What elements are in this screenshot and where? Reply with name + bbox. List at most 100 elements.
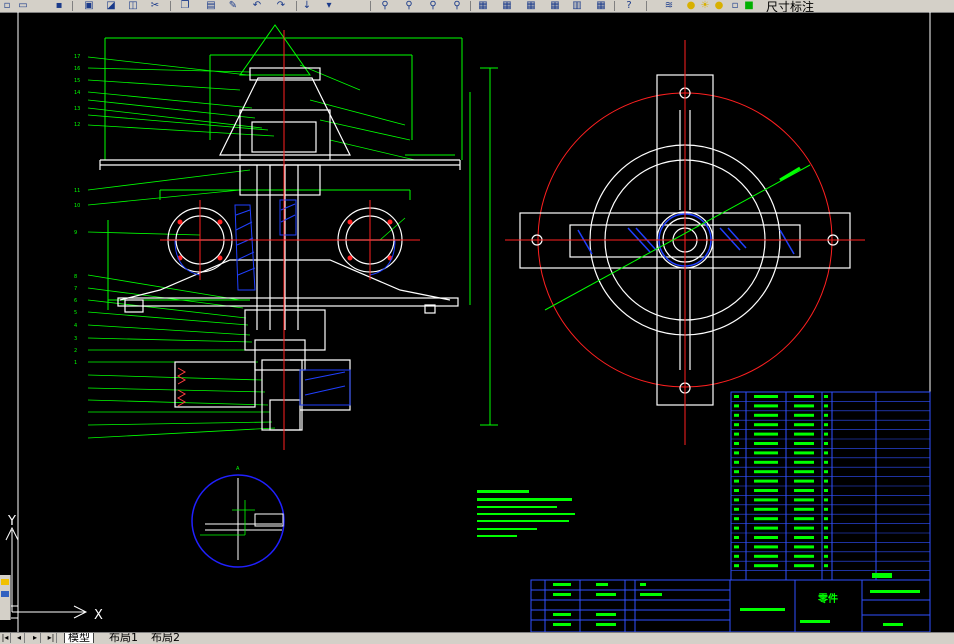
- layer-color-icon[interactable]: ■: [744, 0, 754, 11]
- current-layer-dropdown[interactable]: 尺寸标注: [766, 0, 815, 13]
- tab-model[interactable]: 模型: [64, 633, 94, 643]
- plot-preview-icon[interactable]: ◪: [106, 0, 116, 11]
- parts-cell-text: [734, 470, 739, 474]
- parts-cell-text: [824, 395, 828, 398]
- parts-cell-text: [754, 423, 778, 427]
- tool-palettes-icon[interactable]: ▦: [478, 0, 488, 11]
- parts-cell-text: [824, 479, 828, 483]
- tab-layout2[interactable]: 布局2: [151, 632, 180, 644]
- parts-cell-text: [734, 536, 739, 539]
- parts-cell-text: [754, 545, 778, 549]
- parts-cell-text: [824, 432, 828, 436]
- parts-cell-text: [824, 545, 828, 549]
- parts-cell-text: [824, 404, 828, 408]
- svg-text:12: 12: [74, 122, 80, 128]
- parts-cell-text: [794, 423, 814, 427]
- paste-icon[interactable]: ▤: [206, 0, 216, 11]
- table-icon[interactable]: ▦: [596, 0, 606, 11]
- svg-text:2: 2: [74, 348, 77, 354]
- layer-manager-icon[interactable]: ≋: [664, 0, 674, 11]
- print-icon[interactable]: ▣: [84, 0, 94, 11]
- layer-lock-icon[interactable]: ●: [714, 0, 724, 11]
- svg-text:11: 11: [74, 188, 80, 194]
- title-block: 零件: [530, 573, 931, 632]
- block-icon[interactable]: ▥: [572, 0, 582, 11]
- parts-cell-text: [794, 432, 814, 436]
- layer-state-icon[interactable]: ▫: [731, 0, 739, 11]
- parts-cell-text: [754, 564, 778, 568]
- ucs-icon: [5, 526, 88, 619]
- layout-tab-bar: |◂ ◂ ▸ ▸| 模型 布局1 布局2: [0, 632, 954, 644]
- parts-cell-text: [794, 470, 814, 474]
- copy-icon[interactable]: ❐: [180, 0, 190, 11]
- parts-cell-text: [734, 404, 739, 408]
- svg-text:16: 16: [74, 66, 80, 72]
- svg-text:4: 4: [74, 323, 77, 329]
- save-icon[interactable]: ▪: [55, 0, 63, 11]
- publish-icon[interactable]: ◫: [128, 0, 138, 11]
- parts-cell-text: [734, 479, 739, 483]
- svg-text:15: 15: [74, 78, 80, 84]
- parts-cell-text: [824, 507, 828, 511]
- parts-cell-text: [794, 498, 814, 502]
- zoom-window-icon[interactable]: ⚲: [381, 0, 389, 11]
- svg-text:A: A: [236, 466, 240, 472]
- pan-icon[interactable]: ↓: [302, 0, 312, 11]
- new-file-icon[interactable]: ▫: [3, 0, 11, 11]
- parts-cell-text: [794, 395, 814, 398]
- parts-cell-text: [754, 395, 778, 398]
- parts-cell-text: [734, 498, 739, 502]
- design-center-icon[interactable]: ⚲: [453, 0, 461, 11]
- parts-cell-text: [734, 507, 739, 511]
- sheet-border: [17, 12, 931, 632]
- parts-cell-text: [734, 423, 739, 427]
- parts-cell-text: [794, 517, 814, 521]
- parts-cell-text: [734, 517, 739, 521]
- svg-text:9: 9: [74, 230, 77, 236]
- parts-cell-text: [824, 536, 828, 539]
- parts-cell-text: [734, 451, 739, 455]
- sheet-set-icon[interactable]: ▦: [502, 0, 512, 11]
- parts-cell-text: [754, 479, 778, 483]
- parts-cell-text: [754, 536, 778, 539]
- detail-view-circle: A: [191, 466, 285, 568]
- parts-cell-text: [754, 498, 778, 502]
- calculator-icon[interactable]: ▦: [550, 0, 560, 11]
- next-tab-icon[interactable]: ▸: [30, 633, 41, 643]
- parts-cell-text: [754, 460, 778, 464]
- tab-layout1[interactable]: 布局1: [109, 632, 138, 644]
- layer-on-icon[interactable]: ●: [686, 0, 696, 11]
- first-tab-icon[interactable]: |◂: [0, 633, 11, 643]
- layer-freeze-icon[interactable]: ☀: [700, 0, 710, 11]
- svg-text:13: 13: [74, 106, 80, 112]
- svg-text:3: 3: [74, 336, 77, 342]
- svg-text:17: 17: [74, 54, 80, 60]
- prev-tab-icon[interactable]: ◂: [14, 633, 25, 643]
- svg-text:10: 10: [74, 203, 80, 209]
- parts-cell-text: [754, 432, 778, 436]
- dock-icon[interactable]: [1, 579, 9, 585]
- parts-list-table: [730, 391, 931, 581]
- parts-cell-text: [794, 489, 814, 492]
- left-dock-panel[interactable]: [0, 575, 11, 620]
- properties-icon[interactable]: ⚲: [429, 0, 437, 11]
- parts-cell-text: [734, 460, 739, 464]
- parts-cell-text: [754, 470, 778, 474]
- zoom-realtime-icon[interactable]: ▾: [326, 0, 332, 11]
- match-properties-icon[interactable]: ✎: [228, 0, 238, 11]
- parts-cell-text: [734, 432, 739, 436]
- markup-icon[interactable]: ▦: [526, 0, 536, 11]
- open-file-icon[interactable]: ▭: [18, 0, 28, 11]
- zoom-previous-icon[interactable]: ⚲: [405, 0, 413, 11]
- cut-icon[interactable]: ✂: [150, 0, 160, 11]
- parts-cell-text: [734, 554, 739, 558]
- dock-icon[interactable]: [1, 591, 9, 597]
- parts-cell-text: [824, 517, 828, 521]
- undo-icon[interactable]: ↶: [252, 0, 262, 11]
- last-tab-icon[interactable]: ▸|: [46, 633, 57, 643]
- parts-cell-text: [794, 413, 814, 417]
- redo-icon[interactable]: ↷: [276, 0, 286, 11]
- title-block-heading: 零件: [817, 592, 838, 605]
- help-icon[interactable]: ?: [626, 0, 632, 11]
